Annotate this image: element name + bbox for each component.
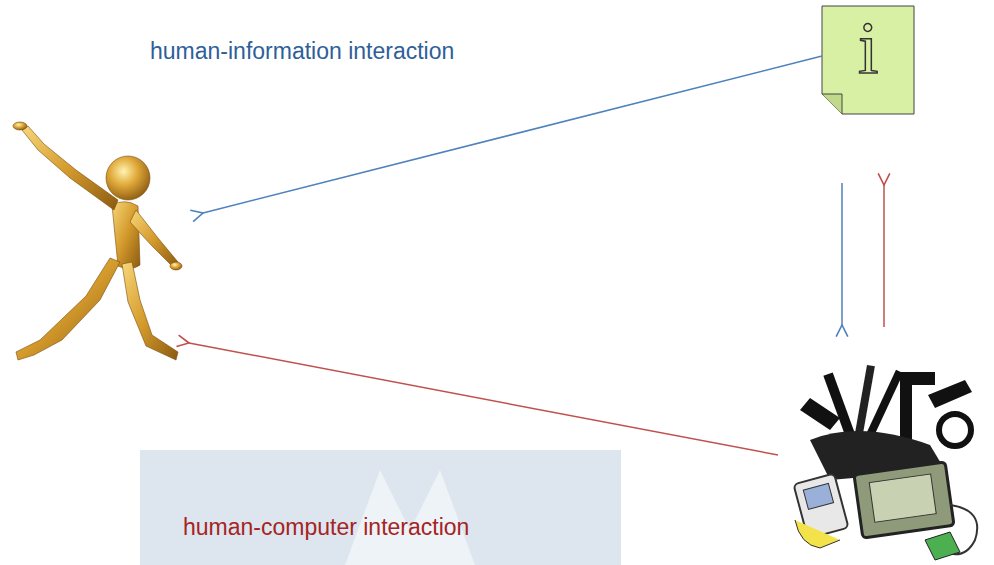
information-document-icon xyxy=(822,6,914,114)
interaction-arrows xyxy=(189,56,884,455)
background-panel xyxy=(140,450,621,565)
interaction-label: human-computer interaction xyxy=(183,514,469,542)
person-figure xyxy=(13,122,182,360)
interaction-label: human-information interaction xyxy=(150,38,454,66)
tools-and-computer-icon xyxy=(793,365,977,560)
info-symbol: i xyxy=(858,11,879,85)
